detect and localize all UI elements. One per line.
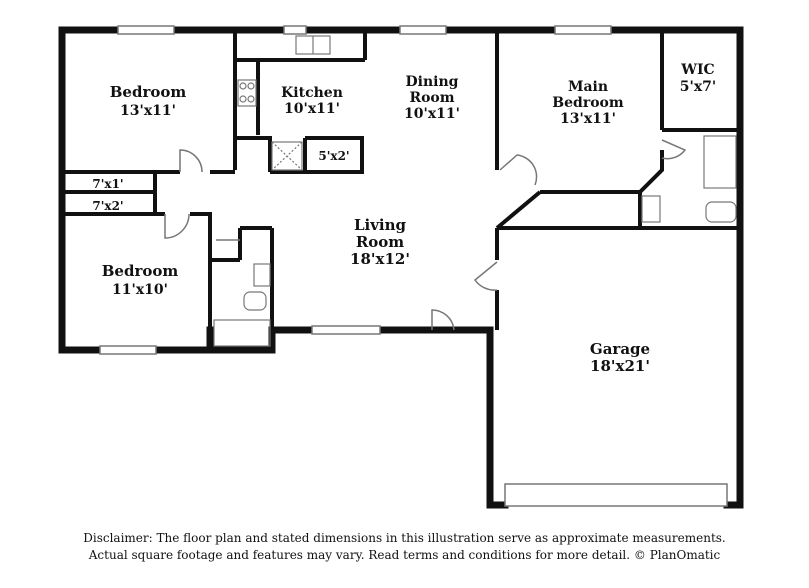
window-bedroom2 <box>99 345 157 355</box>
dining-name-2: Room <box>409 90 454 106</box>
windows <box>99 25 728 507</box>
window-main-bedroom <box>554 25 612 35</box>
main-tub-icon <box>703 135 737 189</box>
closet-7x1-dim: 7'x1' <box>92 177 123 191</box>
door-bedroom1 <box>179 149 203 173</box>
window-dining <box>399 25 447 35</box>
bedroom1-dim: 13'x11' <box>120 103 176 119</box>
garage-left-wall <box>486 326 509 509</box>
floor-plan: Bedroom 13'x11' Kitchen 10'x11' Dining R… <box>58 25 744 509</box>
door-garage-living <box>473 261 498 291</box>
bedroom2-name: Bedroom <box>102 262 179 280</box>
disclaimer: Disclaimer: The floor plan and stated di… <box>0 530 809 564</box>
window-kitchen <box>283 25 307 35</box>
kitchen-name: Kitchen <box>281 85 343 101</box>
bath-angled-wall <box>638 150 664 194</box>
main-bedroom-dim: 13'x11' <box>560 111 616 127</box>
stove-icon <box>237 79 257 107</box>
garage-dim: 18'x21' <box>590 357 650 375</box>
main-bedroom-name-1: Main <box>568 79 608 95</box>
disclaimer-line-1: Disclaimer: The floor plan and stated di… <box>83 531 726 545</box>
toilet-icon <box>243 291 267 311</box>
room-labels: Bedroom 13'x11' Kitchen 10'x11' Dining R… <box>92 62 716 375</box>
tub-icon <box>213 319 271 347</box>
closet-7x2-dim: 7'x2' <box>92 199 123 213</box>
interior-walls <box>62 30 740 350</box>
bedroom1-name: Bedroom <box>110 83 187 101</box>
garage-name: Garage <box>590 340 650 358</box>
wic-dim: 5'x7' <box>680 79 716 95</box>
window-bedroom1 <box>117 25 175 35</box>
main-toilet-icon <box>705 201 737 223</box>
doors <box>164 139 687 331</box>
bedroom2-dim: 11'x10' <box>112 282 168 298</box>
bath-bottom-wall <box>206 326 276 354</box>
door-main-bath <box>661 139 687 160</box>
main-sink-icon <box>641 195 661 223</box>
vanity-icon <box>253 263 271 287</box>
window-living <box>311 325 381 335</box>
kitchen-dim: 10'x11' <box>284 101 340 117</box>
garage-door <box>504 483 728 507</box>
fridge-icon <box>271 141 303 171</box>
dining-dim: 10'x11' <box>404 106 460 122</box>
fixtures <box>213 35 737 347</box>
living-name-2: Room <box>356 233 404 251</box>
dining-name-1: Dining <box>406 74 459 90</box>
living-name-1: Living <box>354 216 407 234</box>
pantry-dim: 5'x2' <box>318 149 349 163</box>
door-dining-garage <box>499 154 538 186</box>
kitchen-bottom-wall <box>235 136 272 172</box>
wic-name: WIC <box>680 62 714 78</box>
living-dim: 18'x12' <box>350 250 410 268</box>
main-bedroom-name-2: Bedroom <box>552 95 624 111</box>
door-front <box>431 309 455 331</box>
door-bedroom2 <box>164 213 190 239</box>
disclaimer-line-2: Actual square footage and features may v… <box>88 548 721 562</box>
